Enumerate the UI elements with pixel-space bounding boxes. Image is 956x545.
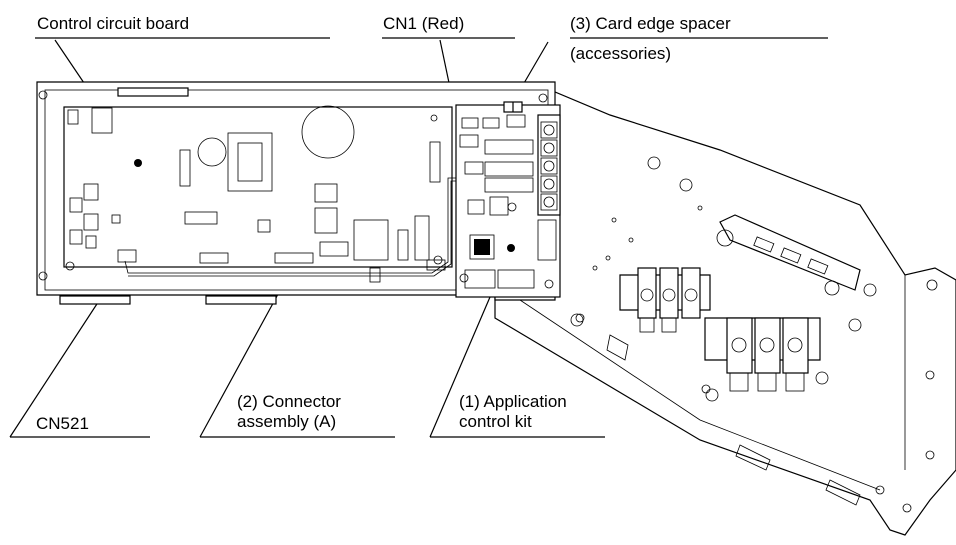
control-circuit-board [63, 105, 453, 271]
label-application-control-kit: (1) Application [459, 392, 567, 411]
label-cn521: CN521 [36, 414, 89, 433]
callout-leaders [9, 37, 828, 438]
kit-terminal-strip [537, 114, 561, 216]
label-cn1-red: CN1 (Red) [383, 14, 465, 33]
card-edge-spacer [503, 101, 523, 113]
label-card-edge-spacer-accessories: (accessories) [570, 44, 672, 63]
label-card-edge-spacer: (3) Card edge spacer [570, 14, 731, 33]
label-connector-assembly: (2) Connector [237, 392, 341, 411]
terminal-block-small [619, 267, 711, 333]
label-control-circuit-board: Control circuit board [37, 14, 190, 33]
terminal-block-large [704, 317, 821, 392]
cable-clamp-bar [716, 214, 861, 296]
label-application-control-kit-sub: control kit [459, 412, 532, 431]
label-connector-assembly-a: assembly (A) [237, 412, 337, 431]
mounting-plate [494, 91, 956, 536]
